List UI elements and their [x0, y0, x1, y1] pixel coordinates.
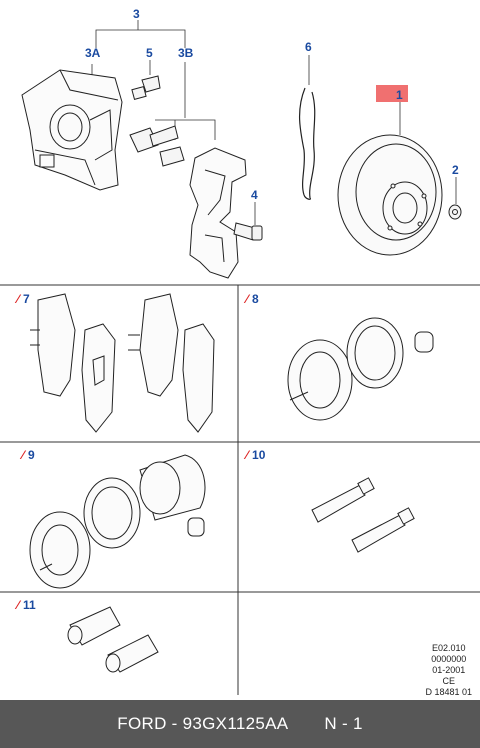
code-line-5: D 18481 01 [425, 687, 472, 697]
replace-marker-icon: ⁄ [246, 448, 249, 462]
callout-3: 3 [133, 7, 140, 21]
panel-label-10: ⁄10 [246, 448, 266, 462]
seal-kit-drawing [287, 317, 434, 421]
callout-1: 1 [396, 88, 403, 102]
drawing-code: E02.010 0000000 01-2001 CE D 18481 01 [425, 643, 472, 698]
replace-marker-icon: ⁄ [22, 448, 25, 462]
panel-label-7: ⁄7 [17, 292, 30, 306]
piston-kit-drawing [29, 454, 206, 589]
code-line-2: 0000000 [431, 654, 467, 664]
parts-diagram [0, 20, 480, 695]
callout-6: 6 [305, 40, 312, 54]
callout-2: 2 [452, 163, 459, 177]
disc-screw-drawing [448, 204, 462, 220]
panel-label-9: ⁄9 [22, 448, 35, 462]
caliper-housing-drawing [21, 69, 123, 191]
part-footer: FORD - 93GX1125AA N - 1 [0, 700, 480, 748]
spring-clip-drawing [298, 87, 316, 200]
panel-label-11: ⁄11 [17, 598, 36, 612]
callout-4: 4 [251, 188, 258, 202]
caliper-carrier-drawing [189, 147, 247, 279]
callout-3b: 3B [178, 46, 194, 60]
disc-highlight [376, 85, 408, 102]
panel-label-8: ⁄8 [246, 292, 259, 306]
part-number: FORD - 93GX1125AA [117, 714, 289, 733]
brake-pads-drawing [30, 293, 215, 433]
panel-grid [0, 284, 480, 695]
callout-5: 5 [146, 46, 153, 60]
bolt-drawing [233, 222, 263, 241]
replace-marker-icon: ⁄ [17, 598, 20, 612]
code-line-1: E02.010 [431, 643, 466, 653]
guide-pins-drawing [129, 125, 185, 167]
quantity: N - 1 [324, 714, 363, 733]
bushing-set-drawing [67, 606, 159, 673]
code-line-3: 01-2001 [432, 665, 466, 675]
leader-lines [91, 20, 457, 225]
brake-disc-drawing [337, 134, 443, 256]
callout-3a: 3A [85, 46, 101, 60]
bleed-screw-drawing [131, 75, 161, 100]
guide-pin-set-drawing [311, 477, 415, 553]
replace-marker-icon: ⁄ [246, 292, 249, 306]
replace-marker-icon: ⁄ [17, 292, 20, 306]
code-line-4: CE [442, 676, 455, 686]
